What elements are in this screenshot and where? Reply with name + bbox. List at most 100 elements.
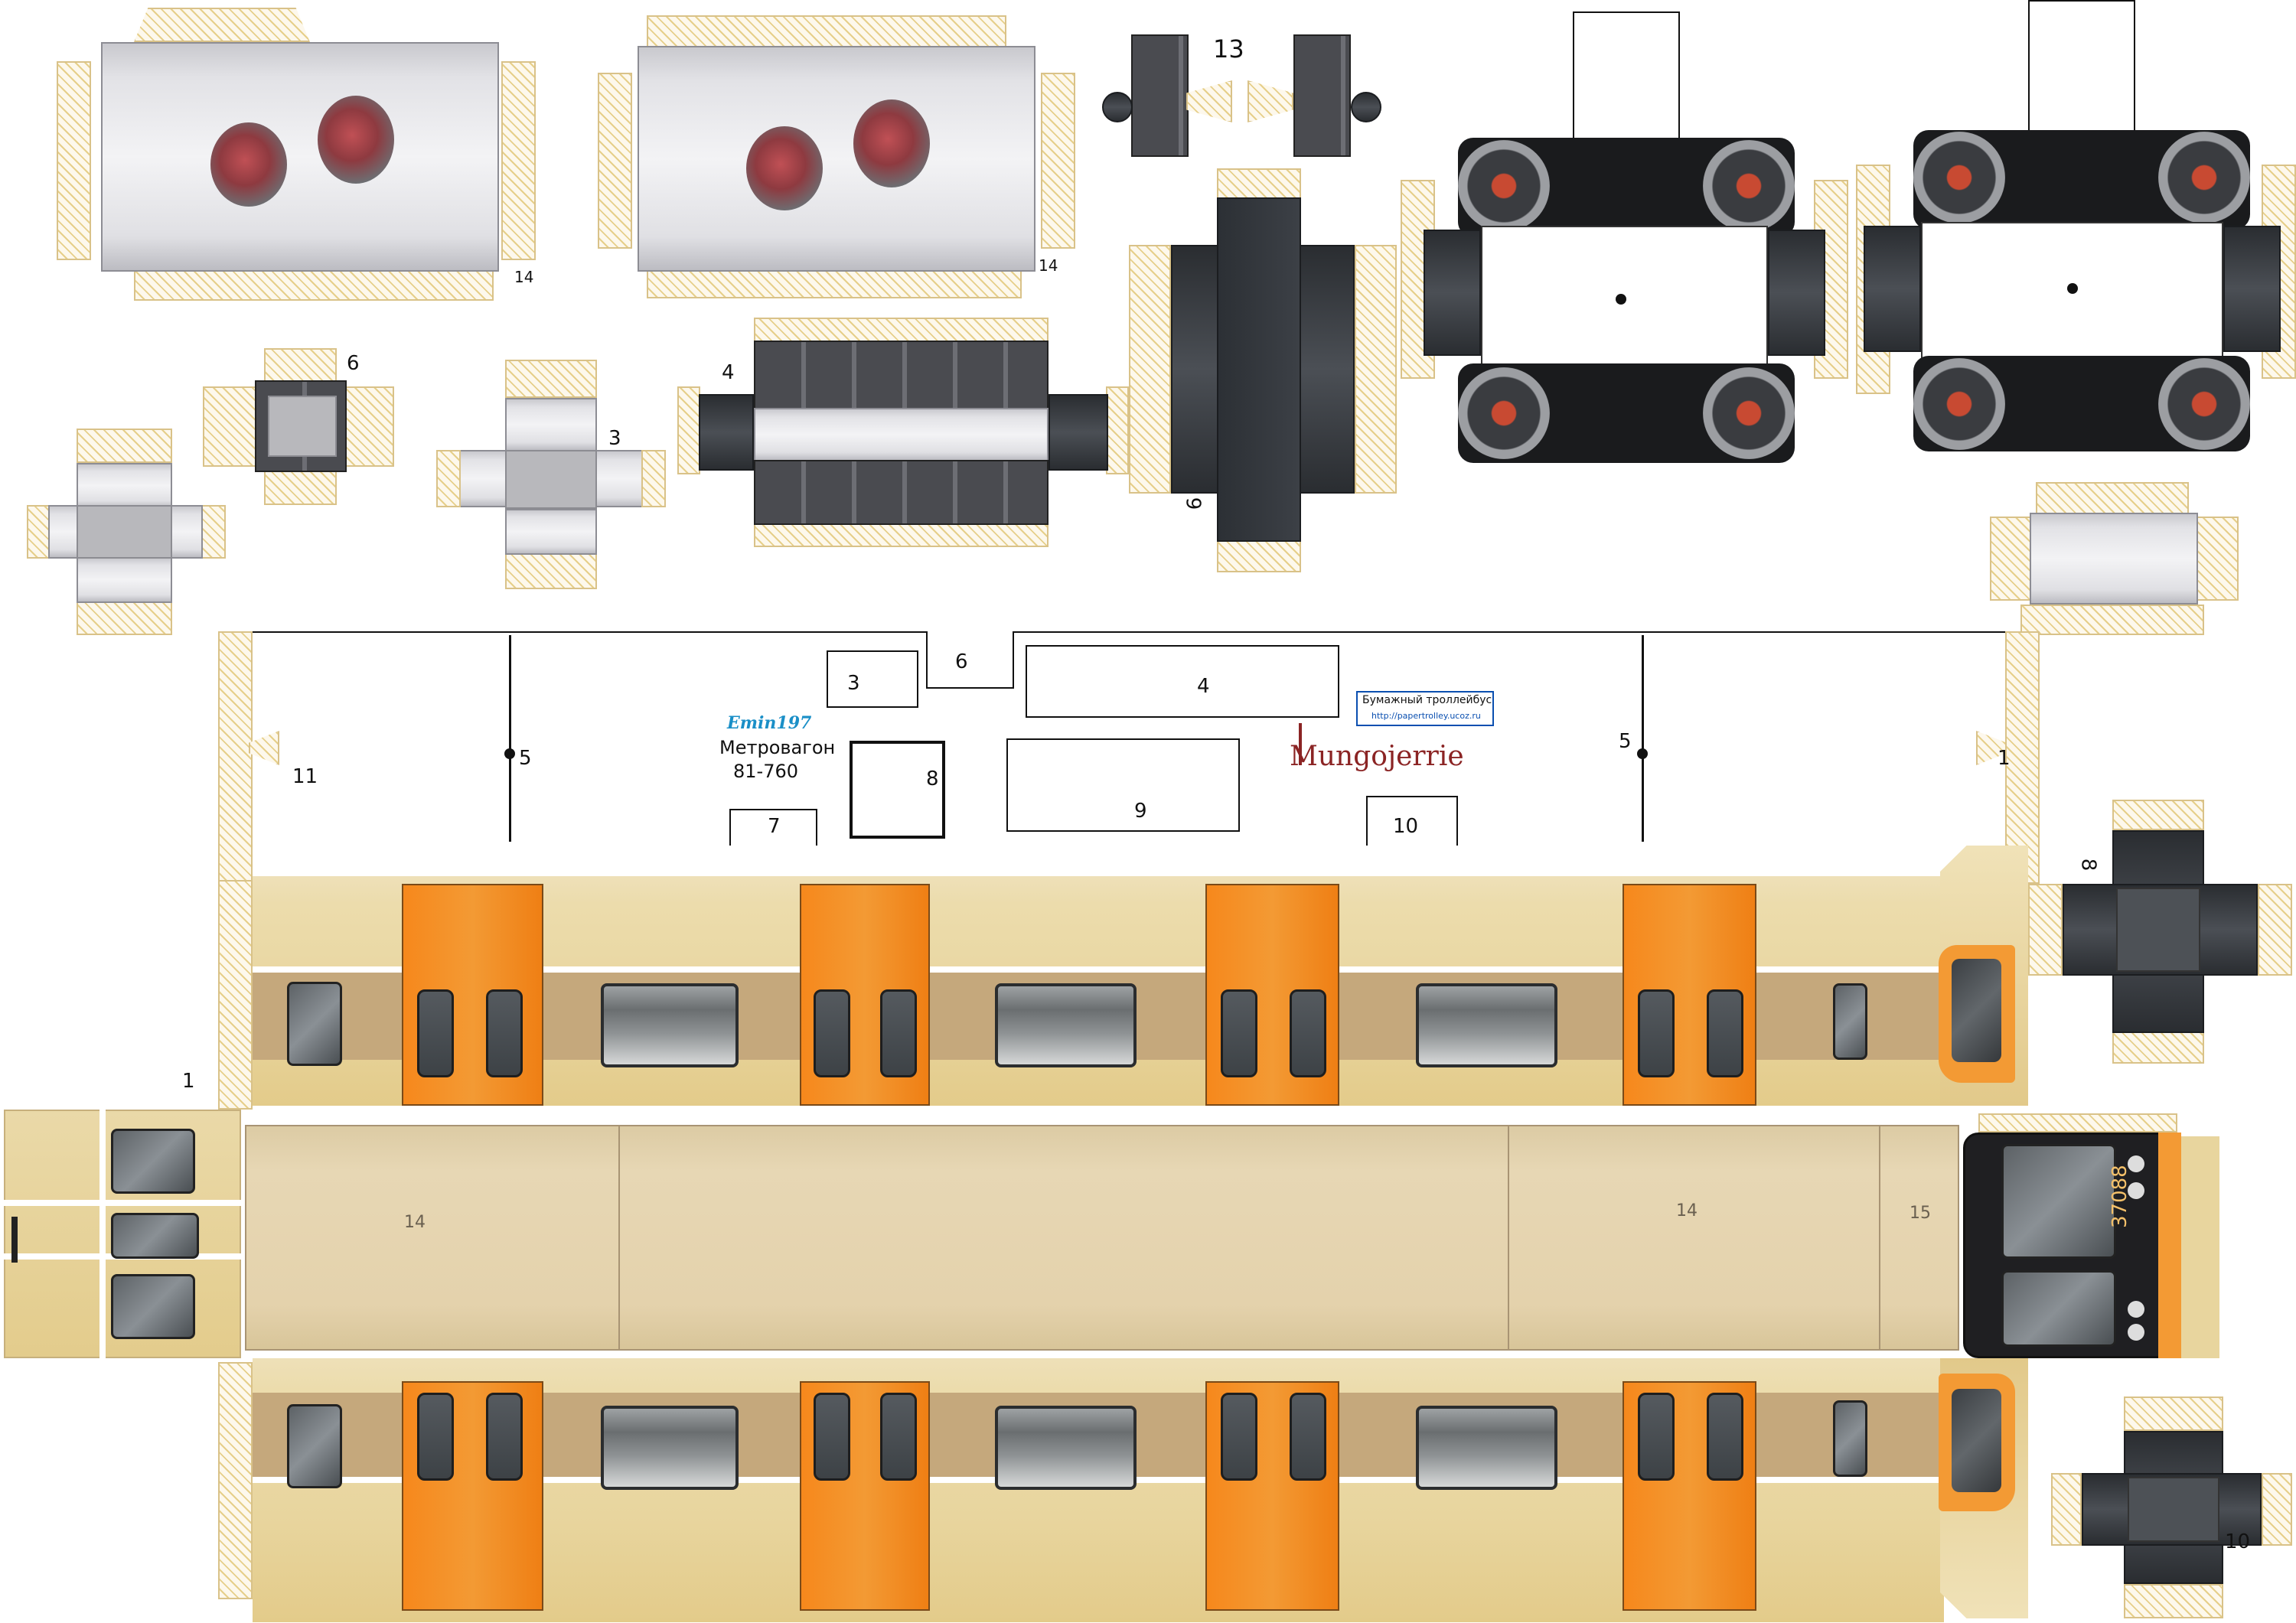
glue-tab xyxy=(2020,605,2204,635)
headlight xyxy=(2128,1324,2144,1341)
coupler-piece xyxy=(1131,34,1189,157)
glue-tab xyxy=(1129,245,1171,494)
part-right xyxy=(171,505,203,559)
part-13-coupler xyxy=(1102,19,1401,161)
glue-tab xyxy=(1186,80,1232,122)
glue-tab xyxy=(2028,884,2063,976)
rear-divider xyxy=(99,1110,106,1358)
part-number: 14 xyxy=(1676,1201,1698,1221)
part-number: 14 xyxy=(1039,256,1058,275)
part-top xyxy=(77,463,172,509)
glue-tab xyxy=(2112,800,2204,830)
glue-tab xyxy=(201,505,226,559)
glue-tab xyxy=(2262,1473,2292,1546)
part-number: 4 xyxy=(1197,675,1210,698)
window xyxy=(287,982,342,1066)
glue-tab xyxy=(218,880,253,1110)
window xyxy=(995,983,1137,1067)
window xyxy=(287,1404,342,1488)
door-window xyxy=(814,1393,850,1481)
cab-windshield xyxy=(2001,1144,2116,1259)
rear-window xyxy=(111,1274,195,1339)
glue-tab xyxy=(57,61,91,260)
part-number: 5 xyxy=(1619,730,1632,753)
glue-tab xyxy=(505,360,597,398)
headlight xyxy=(2128,1182,2144,1199)
glue-tab xyxy=(501,61,536,260)
slot-4 xyxy=(1026,645,1339,718)
bogie-side xyxy=(1424,230,1481,356)
roof-vent xyxy=(746,126,823,210)
front-glass xyxy=(1952,1389,2001,1492)
cab-windshield xyxy=(2001,1270,2116,1347)
glue-tab xyxy=(203,386,256,467)
part-number: 10 xyxy=(2225,1530,2251,1553)
part-number: 8 xyxy=(926,768,939,790)
bogie-side xyxy=(1768,230,1825,356)
car-number: 37088 xyxy=(2108,1165,2131,1228)
glue-tab xyxy=(134,8,310,42)
part-number: 1 xyxy=(1998,747,2011,770)
rear-window xyxy=(111,1213,199,1259)
door-window xyxy=(1707,989,1743,1077)
slot-3 xyxy=(827,650,918,708)
wheel xyxy=(1913,358,2005,450)
roof-panel xyxy=(101,42,499,272)
window xyxy=(601,983,739,1067)
glue-tab xyxy=(754,318,1049,344)
part-number: 4 xyxy=(722,361,735,384)
coupler-head xyxy=(1351,92,1381,122)
brand-logo: Mungojerrie xyxy=(1290,741,1464,772)
part-number: 3 xyxy=(608,427,621,450)
pivot-mark xyxy=(504,748,515,759)
front-cab: 37088 xyxy=(1963,1113,2219,1366)
model-line1: Метровагон xyxy=(719,737,836,758)
part-left-small xyxy=(27,429,226,635)
bogie-left xyxy=(1401,11,1848,486)
glue-tab xyxy=(677,386,700,474)
door-window xyxy=(486,989,523,1077)
glue-tab xyxy=(641,450,666,507)
part-number: 6 xyxy=(347,352,360,375)
part-number: 5 xyxy=(519,747,532,770)
glue-tab xyxy=(1990,517,2032,601)
glue-tab xyxy=(27,505,50,559)
glue-tab xyxy=(2124,1396,2223,1431)
part-number: 3 xyxy=(847,672,860,695)
door-window xyxy=(1290,989,1326,1077)
roof-strip xyxy=(245,1125,1959,1351)
part-9 xyxy=(1129,168,1397,574)
door-window xyxy=(1290,1393,1326,1481)
glue-tab xyxy=(77,429,172,463)
part-number: 13 xyxy=(1213,34,1244,64)
author-signature: Emin197 xyxy=(727,713,812,733)
glue-tab xyxy=(2005,631,2040,884)
bogie-tab xyxy=(1573,11,1680,142)
slot-10 xyxy=(1366,796,1458,846)
part-3-center xyxy=(505,450,597,509)
part-number: 14 xyxy=(514,268,534,286)
part-6 xyxy=(203,348,394,509)
glue-tab xyxy=(2197,517,2239,601)
roof-seam xyxy=(1879,1125,1880,1351)
door-window xyxy=(486,1393,523,1481)
door-window xyxy=(1221,989,1257,1077)
glue-tab xyxy=(344,386,394,467)
glue-tab xyxy=(436,450,461,507)
headlight xyxy=(2128,1301,2144,1318)
slot-7 xyxy=(729,809,817,846)
glue-tab xyxy=(1247,80,1293,122)
part-number: 1 xyxy=(182,1070,195,1093)
part-3-left xyxy=(459,450,507,507)
glue-tab xyxy=(2036,482,2189,514)
roof-panel-right xyxy=(598,15,1075,302)
door-window xyxy=(1221,1393,1257,1481)
part-3-bottom xyxy=(505,509,597,555)
part-number: 8 xyxy=(2076,858,2100,872)
glue-tab xyxy=(218,1362,253,1599)
part-4-end xyxy=(1049,394,1108,471)
model-line2: 81-760 xyxy=(733,761,799,782)
glue-tab xyxy=(1978,1113,2177,1133)
part-number: 7 xyxy=(768,815,781,838)
wheel xyxy=(2158,358,2250,450)
